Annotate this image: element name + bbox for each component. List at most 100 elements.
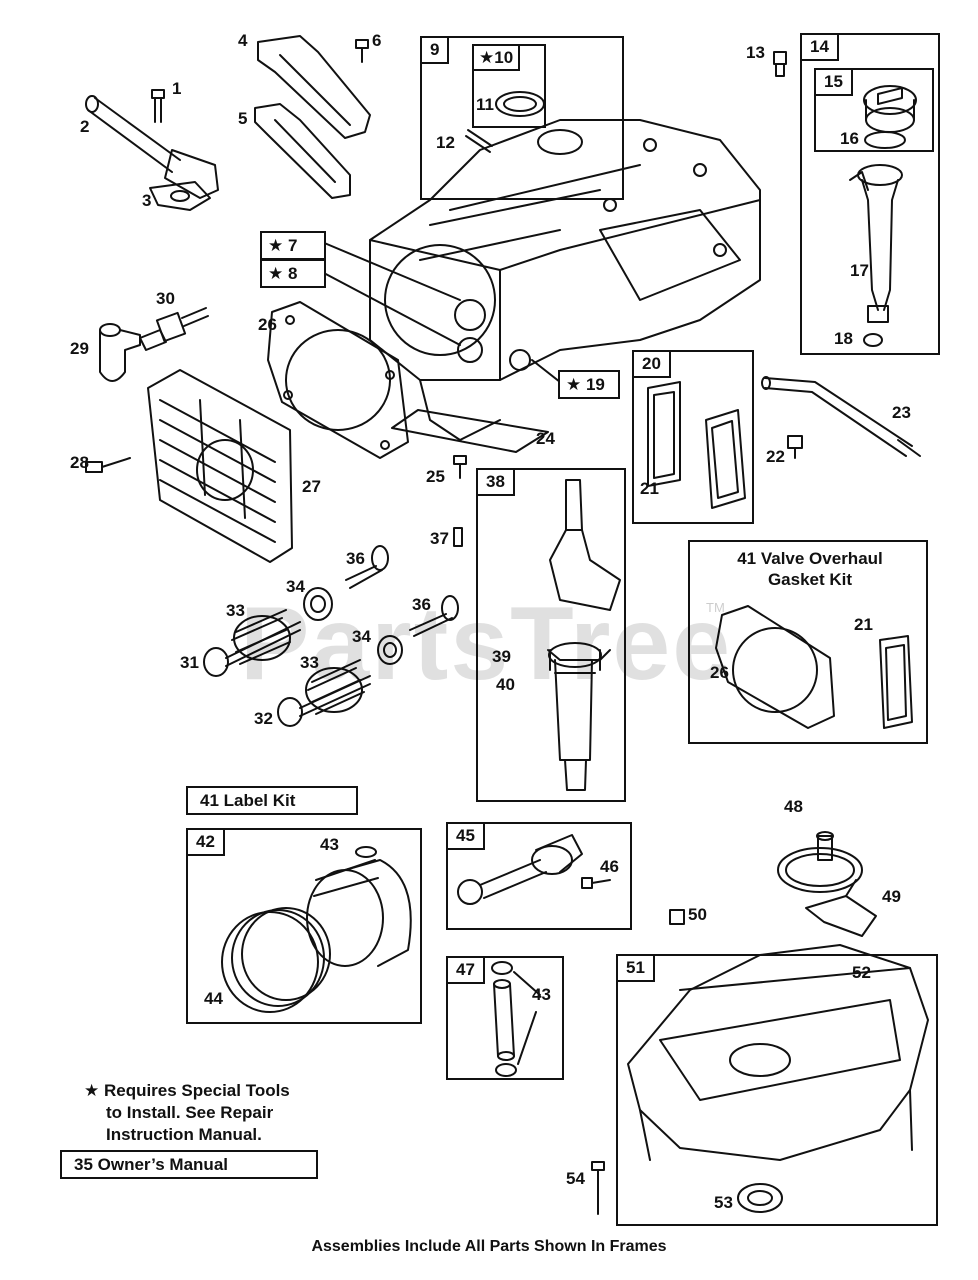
part-label-21-kit: 21 [854, 615, 873, 634]
part-label-33-lower: 33 [300, 653, 319, 672]
part-label-36-upper: 36 [346, 549, 365, 568]
part-label-2: 2 [80, 117, 90, 136]
part-label-23: 23 [892, 403, 911, 422]
pin-37-drawing [453, 527, 463, 547]
oil-seal-53-drawing [737, 1183, 783, 1213]
part-label-49: 49 [882, 887, 901, 906]
part-label-43-clips: 43 [532, 985, 551, 1004]
part-8-label: ★ 8 [260, 259, 326, 288]
gear-40-drawing [548, 642, 602, 674]
frame-38-number: 38 [476, 468, 515, 496]
spring-33a-drawing [231, 609, 291, 665]
frame-45: 45 [446, 822, 632, 930]
valve-overhaul-kit-title: 41 Valve Overhaul Gasket Kit [737, 549, 883, 589]
tappet-36b-drawing [409, 595, 459, 637]
frame-47: 47 [446, 956, 564, 1080]
frame-45-number: 45 [446, 822, 485, 850]
clip-43b-bottom-drawing [495, 1063, 517, 1077]
note-line-1: ★ Requires Special Tools [84, 1081, 290, 1100]
part-label-13: 13 [746, 43, 765, 62]
cylinder-head-27-drawing [147, 369, 293, 563]
frame-14: 14 [800, 33, 940, 355]
kit-head-gasket-26-drawing [715, 605, 835, 729]
part-label-54: 54 [566, 1169, 585, 1188]
part-label-29: 29 [70, 339, 89, 358]
retainer-34b-drawing [377, 635, 403, 665]
part-label-40: 40 [496, 675, 515, 694]
watermark: PartsTree [240, 586, 733, 702]
frame-9-number: 9 [420, 36, 450, 64]
part-label-34-upper: 34 [286, 577, 305, 596]
plug-13-drawing [773, 51, 787, 77]
special-tools-note: ★ Requires Special Tools to Install. See… [84, 1080, 290, 1146]
part-label-22: 22 [766, 447, 785, 466]
head-gasket-26-drawing [267, 301, 409, 459]
frame-42: 42 [186, 828, 422, 1024]
note-line-2: to Install. See Repair [106, 1103, 274, 1122]
spark-plug-30-drawing [139, 307, 209, 351]
clip-43b-top-drawing [491, 961, 513, 975]
part-label-26-kit: 26 [710, 663, 729, 682]
plug-50-drawing [669, 909, 685, 925]
connecting-rod-45-drawing [457, 834, 583, 905]
engine-sump-51-drawing [627, 944, 929, 1161]
note-line-3: Instruction Manual. [106, 1125, 262, 1144]
part-label-39: 39 [492, 647, 511, 666]
gasket-3-drawing [149, 181, 211, 211]
tappet-36a-drawing [345, 545, 389, 589]
part-label-16: 16 [840, 129, 859, 148]
part-label-28: 28 [70, 453, 89, 472]
breather-20-drawing [705, 409, 746, 509]
trademark-symbol: TM [706, 600, 725, 615]
part-label-25: 25 [426, 467, 445, 486]
dipstick-cap-15-drawing [863, 85, 917, 133]
governor-arm-49-drawing [805, 879, 877, 937]
frame-9: 9 [420, 36, 624, 200]
bolt-46-drawing [581, 877, 611, 889]
part-label-4: 4 [238, 31, 248, 50]
frame-38: 38 [476, 468, 626, 802]
bolt-1-drawing [151, 89, 165, 123]
frame-51: 51 [616, 954, 938, 1226]
o-ring-16-drawing [864, 131, 906, 149]
part-label-48: 48 [784, 797, 803, 816]
bolt-28-drawing [85, 457, 131, 473]
crankshaft-38-drawing [547, 479, 621, 791]
part-19-label: ★ 19 [558, 370, 620, 399]
tube-2-drawing [85, 95, 219, 199]
o-ring-18-drawing [863, 333, 883, 347]
part-label-37: 37 [430, 529, 449, 548]
label-kit-box: 41 Label Kit [186, 786, 358, 815]
part-10-label: ★10 [472, 44, 521, 71]
part-label-27: 27 [302, 477, 321, 496]
part-label-46: 46 [600, 857, 619, 876]
spring-33b-drawing [305, 659, 365, 715]
part-label-32: 32 [254, 709, 273, 728]
fitting-22-drawing [787, 435, 803, 459]
part-label-5: 5 [238, 109, 248, 128]
gasket-4-drawing [257, 35, 371, 139]
gasket-24-drawing [391, 409, 549, 453]
breather-gasket-21-drawing [647, 381, 681, 487]
cylinder-block-drawing [369, 119, 761, 441]
bolt-6-drawing [355, 39, 369, 63]
bolt-25-drawing [453, 455, 467, 479]
part-label-3: 3 [142, 191, 152, 210]
wrist-pin-47-drawing [493, 979, 515, 1061]
kit-gasket-21-drawing [879, 635, 913, 729]
dipstick-tube-17-drawing [849, 164, 903, 323]
part-label-6: 6 [372, 31, 382, 50]
frames-footer-note: Assemblies Include All Parts Shown In Fr… [311, 1238, 667, 1255]
owners-manual-box: 35 Owner’s Manual [60, 1150, 318, 1179]
part-label-12: 12 [436, 133, 455, 152]
part-label-31: 31 [180, 653, 199, 672]
frame-47-number: 47 [446, 956, 485, 984]
piston-42-drawing [306, 859, 412, 967]
part-label-50: 50 [688, 905, 707, 924]
retainer-34a-drawing [303, 587, 333, 621]
part-label-44: 44 [204, 989, 223, 1008]
part-label-43-piston: 43 [320, 835, 339, 854]
clip-43a-drawing [355, 846, 377, 858]
part-label-53: 53 [714, 1193, 733, 1212]
